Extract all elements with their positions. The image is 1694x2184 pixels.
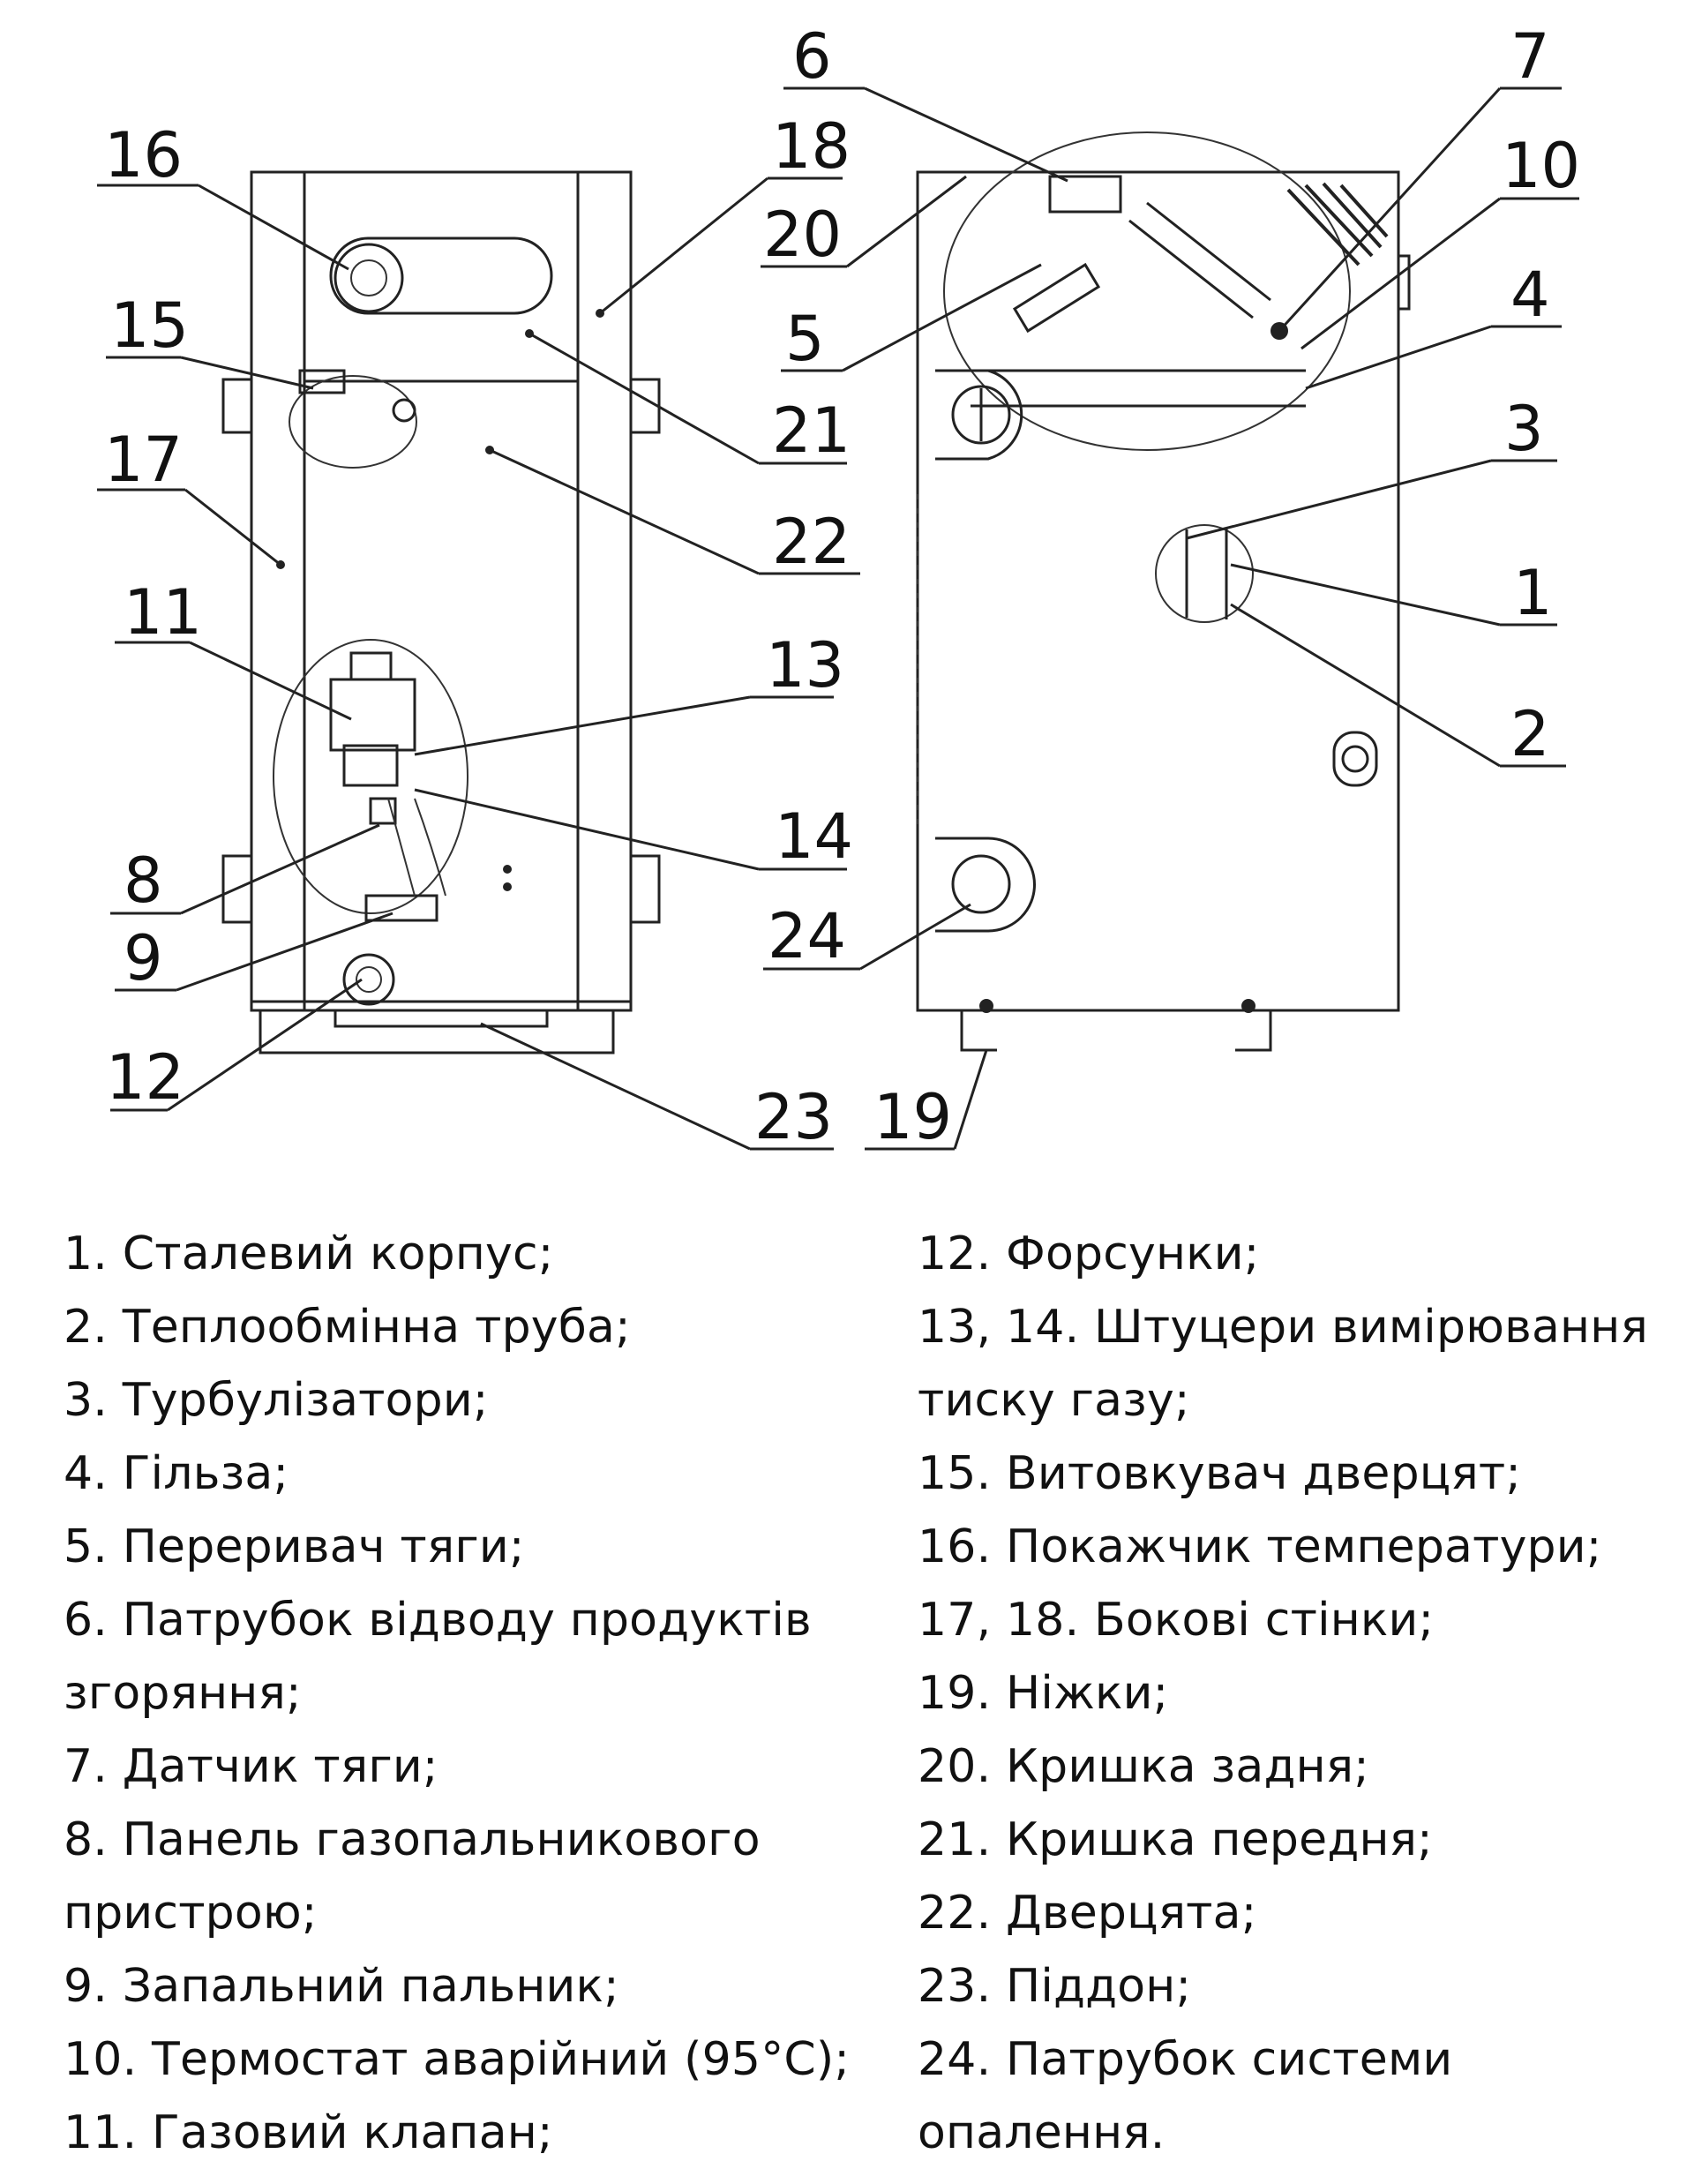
side-view (916, 131, 1411, 1052)
legend-item: пристрою; (64, 1887, 318, 1940)
callout-13: 13 (766, 629, 844, 702)
legend-item: опалення. (918, 2106, 1166, 2159)
legend-column-left: 1. Сталевий корпус; 2. Теплообмінна труб… (64, 1218, 858, 2170)
boiler-diagram: 16 15 17 11 8 9 12 23 18 20 21 22 13 14 … (97, 20, 1580, 1153)
parts-legend: 1. Сталевий корпус; 2. Теплообмінна труб… (0, 1218, 1694, 2184)
callout-24: 24 (768, 900, 846, 972)
legend-item: 19. Ніжки; (918, 1667, 1169, 1720)
legend-item: 2. Теплообмінна труба; (64, 1301, 631, 1354)
legend-item: 8. Панель газопальникового (64, 1813, 761, 1866)
callout-22: 22 (772, 506, 851, 578)
legend-item: згоряння; (64, 1667, 302, 1720)
callout-18: 18 (772, 110, 851, 183)
leader-lines (97, 86, 1579, 1151)
callout-8: 8 (124, 844, 163, 917)
legend-column-right: 12. Форсунки; 13, 14. Штуцери вимірюванн… (918, 1218, 1676, 2170)
legend-item: 24. Патрубок системи (918, 2033, 1453, 2086)
callout-20: 20 (763, 199, 842, 271)
callout-2: 2 (1510, 698, 1550, 770)
callout-5: 5 (785, 303, 825, 375)
front-view (221, 170, 661, 1054)
callout-3: 3 (1504, 393, 1544, 465)
legend-item: 12. Форсунки; (918, 1227, 1260, 1280)
callout-11: 11 (124, 576, 202, 649)
callout-1: 1 (1513, 557, 1553, 629)
callout-19: 19 (873, 1081, 952, 1153)
callout-17: 17 (104, 424, 183, 496)
callout-15: 15 (110, 289, 189, 362)
callout-7: 7 (1510, 20, 1550, 93)
legend-item: тиску газу; (918, 1374, 1190, 1427)
callout-23: 23 (754, 1081, 833, 1153)
callout-10: 10 (1502, 130, 1580, 202)
legend-item: 5. Переривач тяги; (64, 1520, 525, 1573)
legend-item: 17, 18. Бокові стінки; (918, 1594, 1435, 1647)
callout-21: 21 (772, 394, 851, 467)
legend-item: 20. Кришка задня; (918, 1740, 1369, 1793)
legend-item: 7. Датчик тяги; (64, 1740, 438, 1793)
legend-item: 11. Газовий клапан; (64, 2106, 553, 2159)
legend-item: 4. Гільза; (64, 1447, 289, 1500)
callout-numbers: 16 15 17 11 8 9 12 23 18 20 21 22 13 14 … (104, 20, 1580, 1153)
legend-item: 15. Витовкувач дверцят; (918, 1447, 1522, 1500)
legend-item: 23. Піддон; (918, 1960, 1192, 2013)
callout-4: 4 (1510, 259, 1550, 331)
callout-12: 12 (106, 1041, 184, 1114)
legend-item: 10. Термостат аварійний (95°С); (64, 2033, 851, 2086)
callout-6: 6 (792, 20, 832, 93)
legend-item: 3. Турбулізатори; (64, 1374, 489, 1427)
legend-item: 22. Дверцята; (918, 1887, 1257, 1940)
legend-item: 13, 14. Штуцери вимірювання (918, 1301, 1648, 1354)
legend-item: 1. Сталевий корпус; (64, 1227, 554, 1280)
legend-item: 21. Кришка передня; (918, 1813, 1433, 1866)
callout-16: 16 (104, 119, 183, 191)
callout-14: 14 (775, 800, 853, 873)
callout-9: 9 (124, 922, 163, 994)
legend-item: 6. Патрубок відводу продуктів (64, 1594, 812, 1647)
legend-item: 16. Покажчик температури; (918, 1520, 1602, 1573)
legend-item: 9. Запальний пальник; (64, 1960, 619, 2013)
